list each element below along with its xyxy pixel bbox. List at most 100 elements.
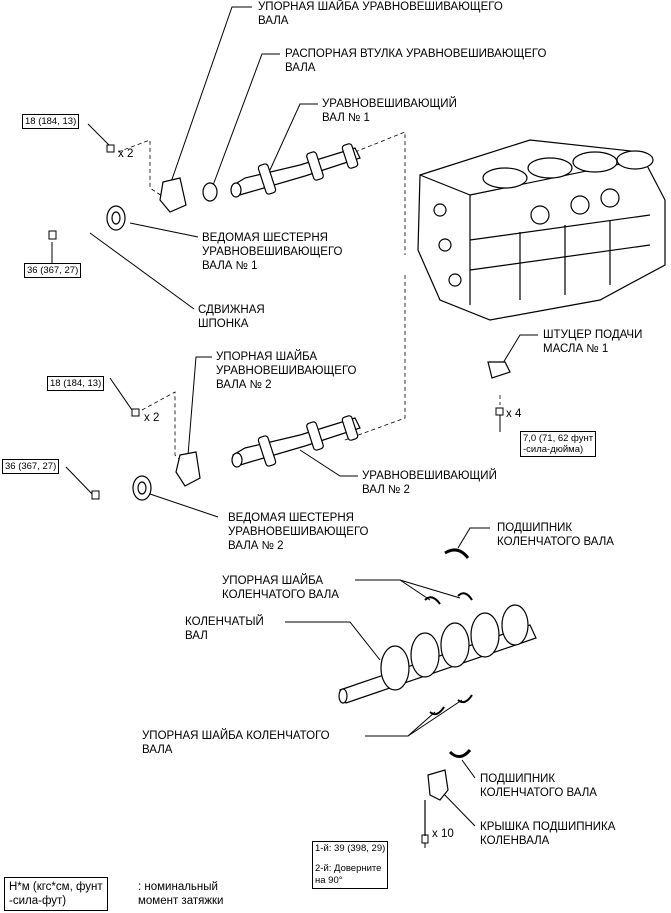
- quantity-3: x 4: [506, 408, 522, 420]
- label-crank-bearing-top: ПОДШИПНИК КОЛЕНЧАТОГО ВАЛА: [497, 521, 614, 549]
- label-crank-thrust-bottom-line1: УПОРНАЯ ШАЙБА КОЛЕНЧАТОГО: [142, 730, 330, 742]
- leader-torque-4: [65, 466, 96, 498]
- quantity-1: x 2: [118, 148, 134, 160]
- label-balance-shaft-2-line1: УРАВНОВЕШИВАЮЩИЙ: [362, 470, 497, 482]
- label-crank-thrust-top: УПОРНАЯ ШАЙБА КОЛЕНЧАТОГО ВАЛА: [222, 574, 339, 602]
- quantity-2: x 2: [144, 412, 160, 424]
- label-spacer-sleeve-line2: ВАЛА: [285, 62, 316, 74]
- label-thrust-washer-1-line2: ВАЛА: [258, 15, 289, 27]
- bolt-parts: [48, 144, 504, 844]
- label-crank-thrust-top-line2: КОЛЕНЧАТОГО ВАЛА: [222, 589, 339, 601]
- legend-description-line1: : номинальный: [138, 881, 218, 893]
- torque-box-4: 36 (367, 27): [2, 459, 60, 474]
- torque-box-6-line2: 2-й: Доверните: [315, 863, 382, 874]
- leader-crank-bearing-bottom: [461, 759, 476, 779]
- leader-torque-1: [87, 123, 111, 147]
- leader-crank-thrust-bottom-b: [407, 699, 463, 737]
- label-crank-bearing-bottom: ПОДШИПНИК КОЛЕНЧАТОГО ВАЛА: [480, 772, 597, 800]
- crank-thrust-bottom-a-part: [429, 706, 445, 716]
- label-spacer-sleeve: РАСПОРНАЯ ВТУЛКА УРАВНОВЕШИВАЮЩЕГО ВАЛА: [285, 47, 546, 75]
- crank-bearing-top-part: [444, 548, 470, 559]
- crank-bearing-bottom-part: [448, 748, 472, 758]
- label-crankshaft: КОЛЕНЧАТЫЙ ВАЛ: [185, 615, 264, 643]
- dashed-line-1: [117, 139, 169, 201]
- label-thrust-washer-2-line2: УРАВНОВЕШИВАЮЩЕГО: [216, 365, 357, 377]
- torque-box-6: 1-й: 39 (398, 29) 2-й: Доверните на 90°: [312, 841, 389, 889]
- leader-driven-gear-2: [149, 493, 219, 518]
- thrust-washer-1-part: [159, 177, 187, 213]
- label-oil-union-line2: МАСЛА № 1: [543, 343, 609, 355]
- label-thrust-washer-2-line3: ВАЛА № 2: [216, 379, 272, 391]
- torque-box-6-line3: на 90°: [315, 875, 343, 886]
- driven-gear-1-part: [106, 205, 126, 231]
- label-driven-gear-1-line1: ВЕДОМАЯ ШЕСТЕРНЯ: [202, 232, 328, 244]
- leader-torque-3: [109, 377, 133, 411]
- label-crankshaft-line1: КОЛЕНЧАТЫЙ: [185, 616, 264, 628]
- leader-oil-union: [499, 334, 538, 369]
- label-oil-union-line1: ШТУЦЕР ПОДАЧИ: [543, 329, 643, 341]
- crank-thrust-top-b-part: [457, 592, 473, 601]
- leader-crank-thrust-top-b: [399, 579, 461, 599]
- label-sliding-key-line2: ШПОНКА: [198, 318, 249, 330]
- leader-balance-shaft-2: [299, 449, 358, 477]
- label-driven-gear-2: ВЕДОМАЯ ШЕСТЕРНЯ УРАВНОВЕШИВАЮЩЕГО ВАЛА …: [228, 511, 369, 553]
- label-oil-union: ШТУЦЕР ПОДАЧИ МАСЛА № 1: [543, 328, 642, 356]
- leader-driven-gear-1: [129, 222, 199, 238]
- leader-thrust-washer-1: [169, 6, 252, 186]
- label-bearing-cap-line2: КОЛЕНВАЛА: [480, 835, 550, 847]
- cylinder-block: [417, 139, 666, 321]
- leader-balance-shaft-1: [269, 103, 318, 171]
- crankshaft-part: [338, 604, 537, 704]
- label-balance-shaft-1-line2: ВАЛ № 1: [322, 112, 370, 124]
- thrust-washer-2-part: [175, 451, 201, 487]
- crank-thrust-top-a-part: [424, 596, 441, 605]
- label-driven-gear-1: ВЕДОМАЯ ШЕСТЕРНЯ УРАВНОВЕШИВАЮЩЕГО ВАЛА …: [202, 231, 343, 273]
- label-balance-shaft-1-line1: УРАВНОВЕШИВАЮЩИЙ: [322, 98, 457, 110]
- legend-units-line2: -сила-фут): [9, 895, 67, 907]
- legend-units-box: Н*м (кгс*см, фунт -сила-фут): [4, 877, 108, 911]
- label-crank-bearing-top-line2: КОЛЕНЧАТОГО ВАЛА: [497, 536, 614, 548]
- leader-crank-thrust-bottom-a: [365, 711, 436, 737]
- dashed-line-2: [354, 131, 406, 255]
- torque-box-5-line1: 7,0 (71, 62 фунт: [523, 433, 594, 444]
- label-sliding-key: СДВИЖНАЯ ШПОНКА: [198, 303, 265, 331]
- label-thrust-washer-2-line1: УПОРНАЯ ШАЙБА: [216, 351, 318, 363]
- torque-box-6-line1: 1-й: 39 (398, 29): [315, 843, 386, 854]
- torque-box-3: 18 (184, 13): [47, 376, 105, 391]
- label-balance-shaft-2-line2: ВАЛ № 2: [362, 484, 410, 496]
- label-crank-thrust-bottom: УПОРНАЯ ШАЙБА КОЛЕНЧАТОГО ВАЛА: [142, 729, 330, 757]
- label-crank-thrust-bottom-line2: ВАЛА: [142, 744, 173, 756]
- leader-crankshaft: [285, 621, 381, 661]
- spacer-sleeve-part: [202, 182, 218, 202]
- leader-bearing-cap: [439, 789, 476, 827]
- leader-thrust-washer-2: [187, 356, 212, 456]
- oil-union-part: [487, 361, 511, 379]
- label-crank-bearing-bottom-line2: КОЛЕНЧАТОГО ВАЛА: [480, 787, 597, 799]
- label-crankshaft-line2: ВАЛ: [185, 630, 208, 642]
- legend-units-line1: Н*м (кгс*см, фунт: [9, 881, 103, 893]
- quantity-4: x 10: [432, 828, 454, 840]
- crank-thrust-bottom-b-part: [457, 694, 473, 704]
- label-driven-gear-1-line2: УРАВНОВЕШИВАЮЩЕГО: [202, 246, 343, 258]
- label-bearing-cap: КРЫШКА ПОДШИПНИКА КОЛЕНВАЛА: [480, 820, 615, 848]
- label-driven-gear-2-line3: ВАЛА № 2: [228, 540, 284, 552]
- bearing-cap-part: [427, 769, 449, 801]
- label-bearing-cap-line1: КРЫШКА ПОДШИПНИКА: [480, 821, 616, 833]
- label-driven-gear-2-line2: УРАВНОВЕШИВАЮЩЕГО: [228, 526, 369, 538]
- label-driven-gear-2-line1: ВЕДОМАЯ ШЕСТЕРНЯ: [228, 512, 354, 524]
- leader-crank-bearing-top: [457, 527, 490, 549]
- leader-crank-thrust-top-a: [355, 579, 431, 601]
- balance-shaft-1: [230, 143, 361, 198]
- torque-box-1: 18 (184, 13): [22, 114, 80, 129]
- label-crank-bearing-bottom-line1: ПОДШИПНИК: [480, 773, 556, 785]
- leader-spacer-sleeve: [211, 53, 280, 189]
- label-balance-shaft-1: УРАВНОВЕШИВАЮЩИЙ ВАЛ № 1: [322, 97, 457, 125]
- label-thrust-washer-1: УПОРНАЯ ШАЙБА УРАВНОВЕШИВАЮЩЕГО ВАЛА: [258, 0, 503, 28]
- label-crank-thrust-top-line1: УПОРНАЯ ШАЙБА: [222, 575, 324, 587]
- torque-box-2: 36 (367, 27): [24, 263, 82, 278]
- legend-description-line2: момент затяжки: [138, 895, 224, 907]
- label-sliding-key-line1: СДВИЖНАЯ: [198, 304, 265, 316]
- balance-shaft-2: [231, 415, 361, 468]
- label-balance-shaft-2: УРАВНОВЕШИВАЮЩИЙ ВАЛ № 2: [362, 469, 497, 497]
